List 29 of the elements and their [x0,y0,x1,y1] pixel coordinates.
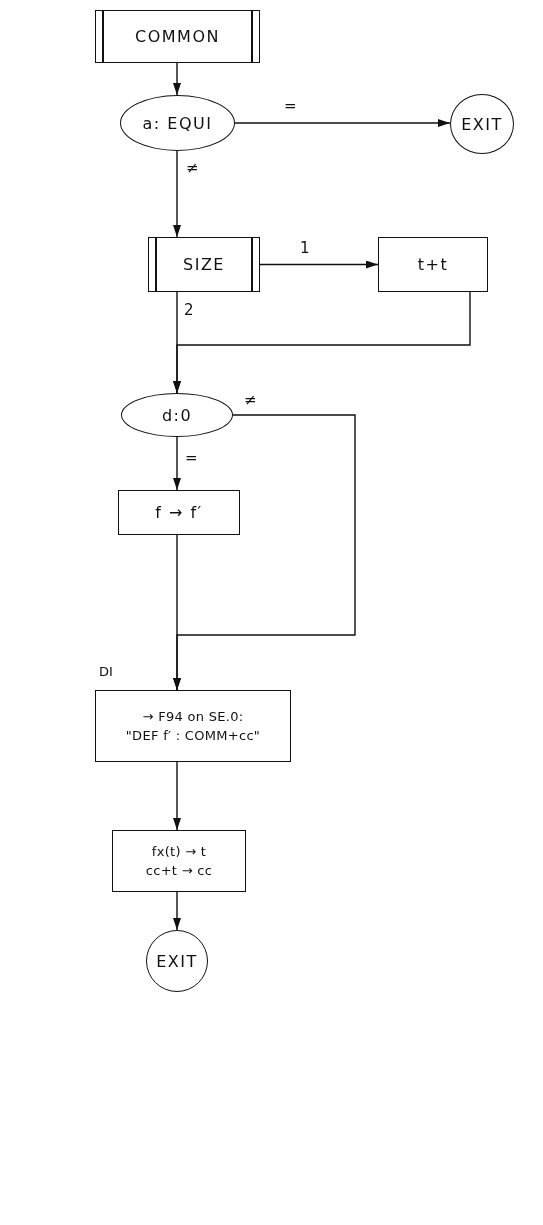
node-text: fx(t) → t [151,844,207,859]
process-box [112,830,246,892]
node-caption: DI [99,664,113,679]
arrow [259,260,379,269]
process-box [95,690,291,762]
node-text: "DEF f′ : COMM+cc" [125,728,261,743]
process-box [118,490,240,535]
node-text: cc+t → cc [145,863,213,878]
node-text: COMMON [135,27,220,46]
subroutine-box [148,237,260,292]
subroutine-box [95,10,260,63]
node-text: f → f′ [155,503,203,522]
arrow [173,62,181,96]
arrow [173,150,181,238]
node-text: SIZE [183,255,225,274]
node-text: → F94 on SE.0: [142,709,244,724]
node-text: a: EQUI [142,113,213,133]
process-box [378,237,488,292]
arrow [173,891,181,931]
arrow [173,534,181,691]
arrow [173,436,181,491]
node-text: t+t [417,255,449,274]
node-text: EXIT [461,114,503,134]
terminal-circle [450,94,514,154]
node-text: d:0 [161,405,193,425]
node-text: EXIT [156,951,198,971]
arrow [234,119,451,127]
arrow [173,291,471,394]
arrow [173,761,181,831]
